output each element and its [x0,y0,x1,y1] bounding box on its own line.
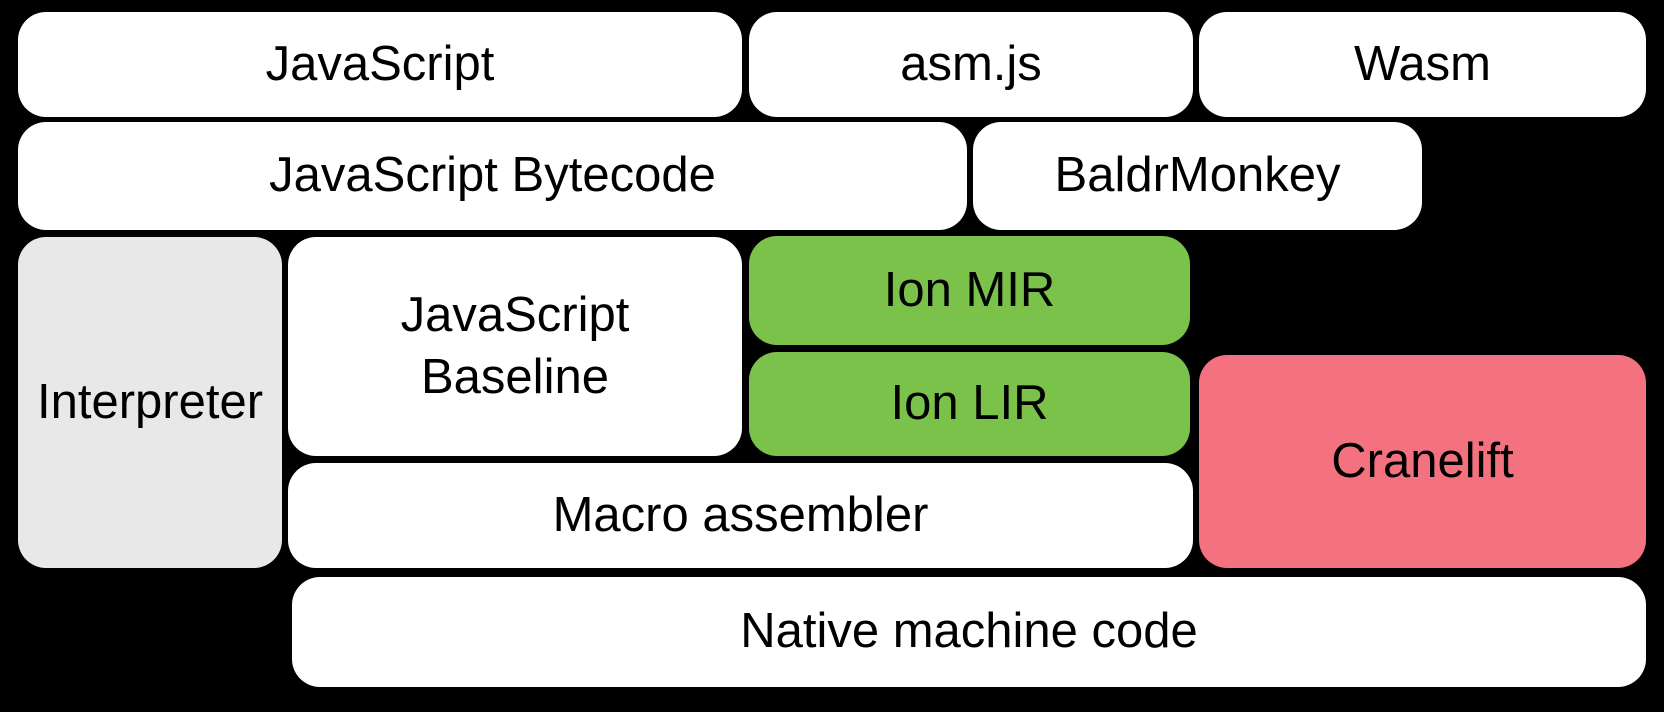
node-baldrmonkey-label: BaldrMonkey [1054,148,1341,203]
node-macro-assembler-label: Macro assembler [552,487,929,542]
node-ion-lir-label: Ion LIR [890,376,1049,431]
node-native-machine-code-label: Native machine code [740,604,1198,659]
node-macro-assembler: Macro assembler [288,463,1193,568]
node-wasm-label: Wasm [1354,36,1491,91]
node-ion-mir-label: Ion MIR [883,262,1056,317]
node-javascript-baseline-line1: JavaScript [400,287,630,342]
node-ion-lir: Ion LIR [749,352,1190,456]
node-baldrmonkey: BaldrMonkey [973,122,1422,230]
node-interpreter-label: Interpreter [36,374,264,429]
node-javascript-baseline-line2: Baseline [421,349,609,404]
node-cranelift: Cranelift [1199,355,1646,568]
node-wasm: Wasm [1199,12,1646,117]
node-interpreter: Interpreter [18,237,282,568]
node-javascript: JavaScript [18,12,742,117]
node-ion-mir: Ion MIR [749,236,1190,345]
node-asm-js: asm.js [749,12,1193,117]
node-javascript-label: JavaScript [265,36,495,91]
node-javascript-baseline-label: JavaScript Baseline [401,285,630,408]
node-cranelift-label: Cranelift [1331,433,1514,488]
node-asm-js-label: asm.js [900,36,1042,91]
node-native-machine-code: Native machine code [292,577,1646,687]
node-javascript-bytecode-label: JavaScript Bytecode [269,148,716,203]
node-javascript-baseline: JavaScript Baseline [288,237,742,456]
node-javascript-bytecode: JavaScript Bytecode [18,122,967,230]
